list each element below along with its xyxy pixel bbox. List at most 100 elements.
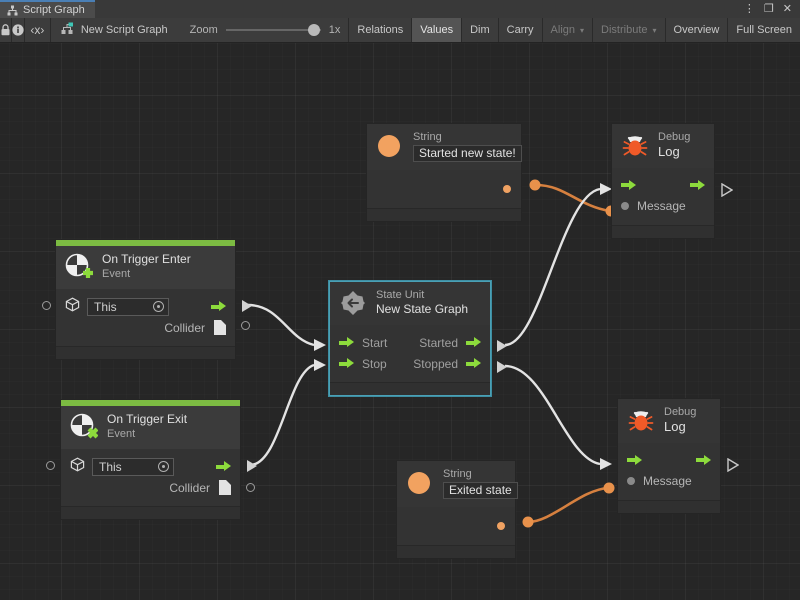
string-value-icon [406,470,434,498]
state-unit-icon [339,289,367,317]
node-body: Message [618,443,720,500]
object-picker-icon[interactable] [153,301,164,312]
tab-label: Script Graph [23,4,85,16]
node-body [397,507,515,545]
output-port-flow[interactable] [696,454,711,466]
object-picker-icon[interactable] [158,461,169,472]
node-body: This Collider [56,289,235,346]
graph-hierarchy-icon [7,5,18,16]
button-overview[interactable]: Overview [664,18,728,42]
output-port-flow-marker[interactable] [721,182,734,202]
zoom-slider-knob[interactable] [307,24,320,36]
node-title: On Trigger Enter [102,252,191,267]
output-port-flow[interactable] [216,461,231,472]
string-value-input[interactable]: Started new state! [413,144,522,163]
button-dim[interactable]: Dim [461,18,498,42]
zoom-slider-track [225,29,321,31]
button-distribute[interactable]: Distribute ▾ [592,18,665,42]
output-port-stopped-label: Stopped [413,356,458,371]
zoom-label: Zoom [189,24,218,36]
node-on-trigger-enter[interactable]: On Trigger Enter Event This [55,239,236,360]
node-titles: String Started new state! [413,131,522,163]
target-object-field[interactable]: This [92,457,174,476]
zoom-value: 1x [328,24,341,36]
zoom-slider[interactable] [225,23,321,37]
output-port-value[interactable] [503,185,511,194]
lock-icon[interactable] [0,18,12,42]
node-header: On Trigger Exit Event [61,406,240,449]
node-on-trigger-exit[interactable]: On Trigger Exit Event This [60,399,241,520]
input-port-message-dot[interactable] [627,477,635,486]
input-port-flow[interactable] [627,454,642,466]
output-port-started-marker[interactable] [496,339,508,358]
node-titles: On Trigger Exit Event [107,412,187,440]
input-port-message-dot[interactable] [621,202,629,211]
node-state-unit[interactable]: State Unit New State Graph Start Started [329,281,491,396]
window-titlebar: Script Graph ⋮ ❐ ✕ [0,0,800,18]
bug-icon [621,131,649,159]
tab-script-graph[interactable]: Script Graph [0,0,95,18]
node-body: This Collider [61,449,240,506]
string-value-input[interactable]: Exited state [443,481,518,500]
target-object-field[interactable]: This [87,297,169,316]
graph-name-field[interactable]: New Script Graph [51,18,182,42]
button-align[interactable]: Align ▾ [541,18,593,42]
node-debug-log-top[interactable]: Debug Log Message [611,123,715,239]
collider-type-icon [219,480,231,495]
node-subtitle: Event [102,268,131,281]
input-port-target-marker[interactable] [46,461,55,470]
output-port-started-arrow[interactable] [466,337,481,348]
port-row-stop: Stop Stopped [339,353,481,374]
node-string-top[interactable]: String Started new state! [366,123,522,223]
flow-row [627,450,711,471]
target-object-value: This [99,459,122,474]
gameobject-icon [70,457,85,477]
node-debug-log-bottom[interactable]: Debug Log Message [617,398,721,514]
output-port-flow-marker[interactable] [727,457,740,477]
node-string-bottom[interactable]: String Exited state [396,460,518,560]
output-port-stopped-arrow[interactable] [466,358,481,369]
input-port-target-marker[interactable] [42,301,51,310]
output-port-collider-marker[interactable] [241,321,250,330]
node-subtitle: Debug [658,131,691,143]
node-title: Log [664,418,686,434]
output-port-flow-marker[interactable] [246,459,258,478]
collider-type-icon [214,320,226,335]
button-full-screen[interactable]: Full Screen [727,18,800,42]
node-footer [367,208,521,222]
node-body: Message [612,168,714,225]
node-subtitle: Debug [664,406,697,418]
code-view-icon[interactable]: ‹x› [25,18,51,42]
button-carry[interactable]: Carry [497,18,542,42]
port-row-message: Message [627,471,711,492]
input-port-stop-arrow[interactable] [339,358,354,369]
close-icon[interactable]: ✕ [782,2,792,15]
output-port-flow[interactable] [211,301,226,312]
graph-name-label: New Script Graph [80,24,168,36]
node-body: Start Started Stop Stopped [330,325,490,382]
output-port-value[interactable] [497,522,505,531]
button-values[interactable]: Values [411,18,462,42]
input-port-start-label: Start [362,335,388,350]
graph-canvas[interactable]: String Started new state! [0,43,800,600]
flow-row [621,175,705,196]
node-header: On Trigger Enter Event [56,246,235,289]
button-relations[interactable]: Relations [348,18,412,42]
output-port-flow-marker[interactable] [241,299,253,318]
info-icon[interactable] [12,18,25,42]
output-port-flow[interactable] [690,179,705,191]
window-menu-icon[interactable]: ⋮ [743,2,755,15]
output-port-collider-marker[interactable] [246,483,255,492]
port-row-message: Message [621,196,705,217]
input-port-start-arrow[interactable] [339,337,354,348]
maximize-icon[interactable]: ❐ [763,2,774,15]
output-port-stopped-marker[interactable] [496,360,508,379]
port-row-collider: Collider [65,317,226,338]
node-footer [56,346,235,359]
input-port-flow[interactable] [621,179,636,191]
node-titles: Debug Log [658,131,690,160]
node-footer [330,382,490,395]
target-row: This [65,296,226,317]
node-titles: Debug Log [664,406,696,435]
script-graph-icon [61,22,74,38]
